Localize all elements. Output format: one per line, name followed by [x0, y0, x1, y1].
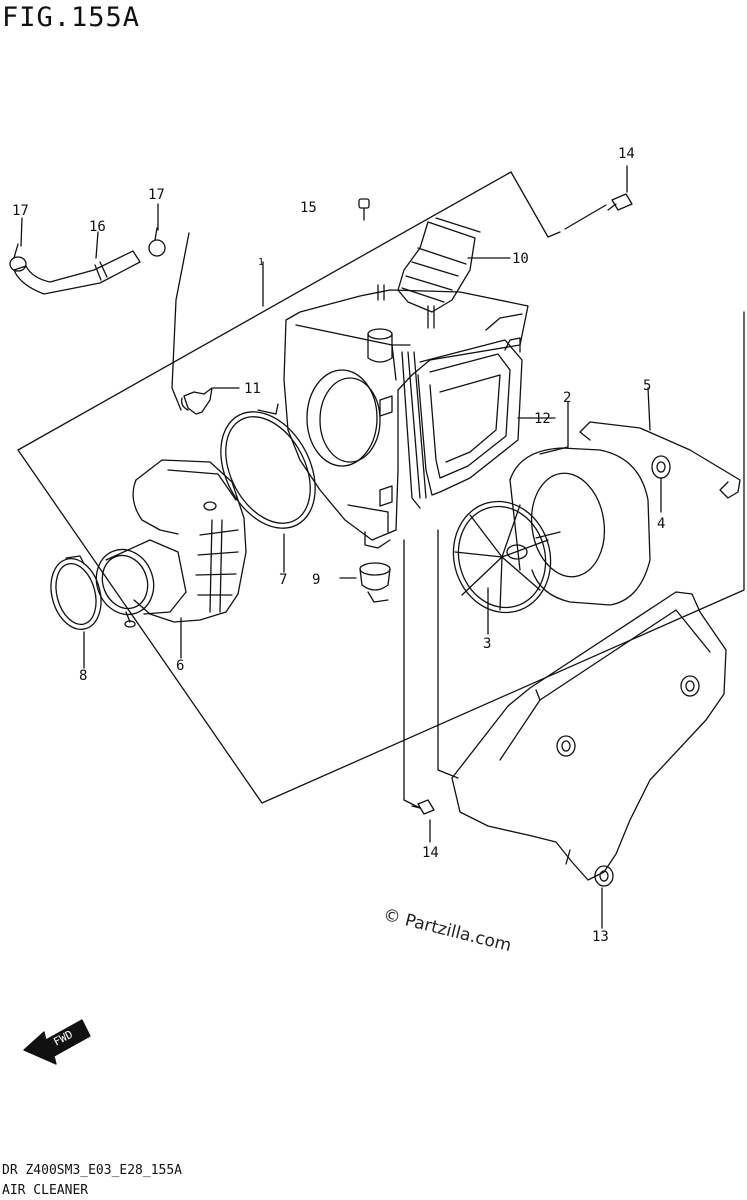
assembly-boundary-left	[171, 232, 190, 411]
callout-3: 3	[483, 636, 491, 652]
leader-mount-b	[437, 529, 459, 779]
callout-2: 2	[563, 390, 571, 406]
callout-6: 6	[176, 658, 184, 674]
callout-15: 15	[300, 200, 317, 216]
air-cleaner-case	[283, 284, 529, 549]
side-cover	[451, 591, 727, 887]
leader-17a	[20, 217, 23, 247]
element-frame	[452, 500, 561, 614]
callout-17-right: 17	[148, 187, 165, 203]
breather-hose	[13, 250, 141, 295]
callout-11: 11	[244, 381, 261, 397]
tube-clamp	[50, 555, 102, 630]
callout-12: 12	[534, 411, 551, 427]
leader-5	[647, 387, 651, 431]
intake-boot	[397, 217, 481, 313]
gasket-ring	[220, 403, 316, 529]
footer-model-code: DR Z400SM3_E03_E28_155A	[2, 1163, 183, 1178]
figure-title: FIG.155A	[2, 2, 141, 33]
hose-clamp-left	[9, 243, 27, 272]
callout-17-left: 17	[12, 203, 29, 219]
leader-16	[95, 231, 99, 259]
element-wire	[579, 421, 741, 499]
drain-plug	[359, 562, 391, 603]
callout-group: 1 2 3 4 5 6 7 8 9 10 11 12 13 14 14 15 1…	[12, 146, 665, 945]
leader-mount	[403, 539, 421, 809]
assembly-boundary	[17, 171, 745, 804]
screw-15	[358, 198, 370, 221]
screw-14-bottom	[411, 799, 435, 815]
callout-5: 5	[643, 378, 651, 394]
footer-section-name: AIR CLEANER	[2, 1183, 89, 1198]
callout-13: 13	[592, 929, 609, 945]
fwd-arrow-icon	[23, 1019, 91, 1065]
callout-7: 7	[279, 572, 287, 588]
outlet-tube	[95, 459, 247, 628]
callout-4: 4	[657, 516, 665, 532]
hose-clamp-right	[148, 227, 166, 257]
air-filter-element	[509, 447, 651, 606]
callout-10: 10	[512, 251, 529, 267]
washer	[651, 455, 671, 479]
leader-2	[539, 401, 569, 455]
drain-fitting	[180, 387, 213, 415]
callout-8: 8	[79, 668, 87, 684]
callout-14-bottom: 14	[422, 845, 439, 861]
callout-9: 9	[312, 572, 320, 588]
callout-14-top: 14	[618, 146, 635, 162]
callout-16: 16	[89, 219, 106, 235]
screw-14-top	[607, 193, 633, 211]
callout-1: 1	[258, 257, 264, 268]
